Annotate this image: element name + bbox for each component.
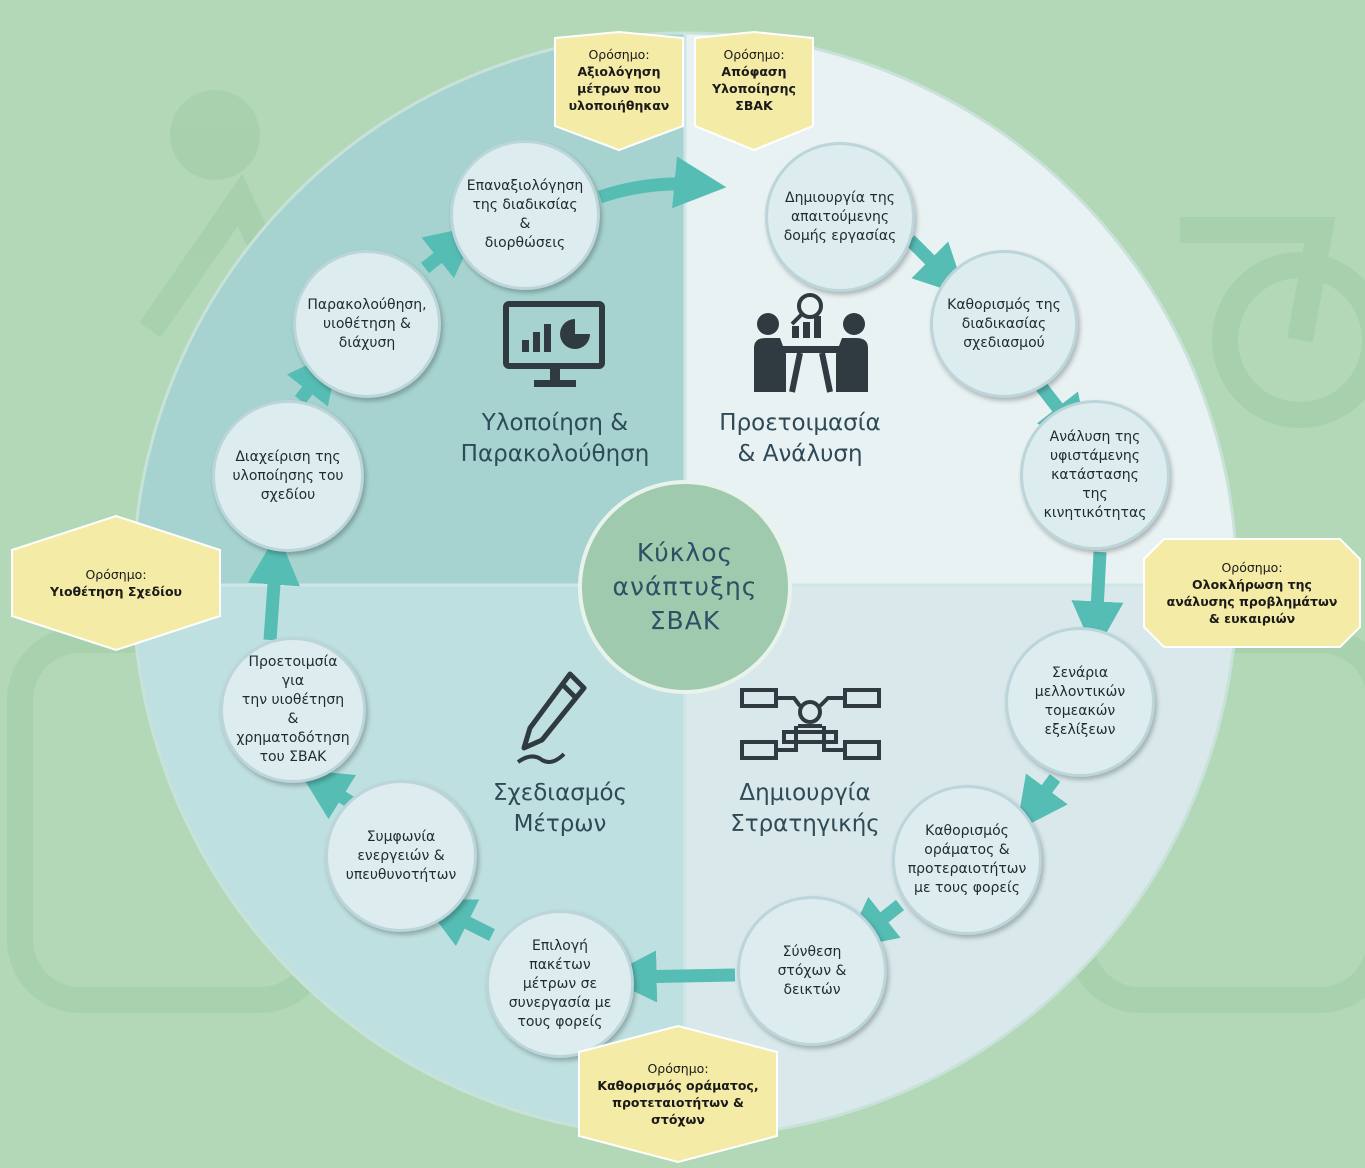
meeting-analysis-icon bbox=[754, 293, 868, 393]
step-implementation-management: Διαχείριση της υλοποίησης του σχεδίου bbox=[212, 400, 364, 552]
step-current-situation-analysis: Ανάλυση της υφιστάμενης κατάστασης της κ… bbox=[1020, 400, 1170, 550]
step-label: Προετοιμσία για την υιοθέτηση & χρηματοδ… bbox=[236, 654, 350, 765]
quadrant-title-measures: Σχεδιασμός Μέτρων bbox=[492, 780, 628, 837]
step-label: Σενάρια μελλοντικών τομεακών εξελίξεων bbox=[1034, 665, 1126, 738]
milestone-shape bbox=[1143, 538, 1361, 648]
arrow-step-7-8 bbox=[421, 899, 495, 947]
arrow-step-4-5 bbox=[1016, 773, 1068, 831]
step-targets-indicators: Σύνθεση στόχων & δεικτών bbox=[737, 896, 887, 1046]
step-label: Διαχείριση της υλοποίησης του σχεδίου bbox=[232, 448, 344, 503]
milestone-analysis-completion: Ορόσημο: Ολοκλήρωση της ανάλυσης προβλημ… bbox=[1142, 537, 1362, 649]
step-label: Ανάλυση της υφιστάμενης κατάστασης της κ… bbox=[1043, 428, 1147, 521]
pencil-icon bbox=[516, 671, 587, 764]
quadrant-title-preparation: Προετοιμασία & Ανάλυση bbox=[719, 410, 881, 467]
step-label: Σύνθεση στόχων & δεικτών bbox=[777, 943, 847, 998]
arrow-step-12-1 bbox=[597, 156, 727, 209]
step-label: Συμφωνία ενεργειών & υπευθυνοτήτων bbox=[345, 828, 457, 883]
step-future-scenarios: Σενάρια μελλοντικών τομεακών εξελίξεων bbox=[1005, 627, 1155, 777]
strategy-network-icon bbox=[740, 688, 881, 760]
step-measure-packages: Επιλογή πακέτων μέτρων σε συνεργασία με … bbox=[486, 910, 634, 1058]
center-title-text: Κύκλος ανάπτυξης ΣΒΑΚ bbox=[612, 538, 758, 635]
milestone-vision-definition: Ορόσημο: Καθορισμός οράματος, προτεταιοτ… bbox=[577, 1024, 779, 1164]
milestone-value: Υιοθέτηση Σχεδίου bbox=[50, 584, 182, 599]
step-label: Επαναξιολόγηση της διαδικσίας & διορθώσε… bbox=[466, 178, 584, 251]
arrow-step-3-4 bbox=[1071, 551, 1124, 654]
step-planning-process: Καθορισμός της διαδικασίας σχεδιασμού bbox=[930, 250, 1078, 398]
milestone-label: Ορόσημο: bbox=[723, 47, 785, 62]
milestone-measures-evaluation: Ορόσημο: Αξιολόγηση μέτρων που υλοποιήθη… bbox=[553, 30, 685, 152]
step-label: Καθορισμός της διαδικασίας σχεδιασμού bbox=[947, 296, 1061, 351]
step-vision-priorities: Καθορισμός oράματος & προτεραιοτήτων με … bbox=[892, 785, 1042, 935]
step-label: Καθορισμός oράματος & προτεραιοτήτων με … bbox=[907, 823, 1027, 896]
arrow-step-11-12 bbox=[420, 225, 479, 279]
milestone-label: Ορόσημο: bbox=[1221, 560, 1283, 575]
milestone-shape bbox=[554, 30, 684, 152]
monitor-chart-icon bbox=[503, 301, 605, 387]
center-title: Κύκλος ανάπτυξης ΣΒΑΚ bbox=[578, 480, 792, 694]
milestone-shape bbox=[11, 514, 221, 652]
milestone-plan-adoption: Ορόσημο: Υιοθέτηση Σχεδίου bbox=[10, 514, 222, 652]
arrow-step-6-7 bbox=[604, 950, 736, 1003]
milestone-value: Αξιολόγηση μέτρων που υλοποιήθηκαν bbox=[568, 64, 670, 113]
milestone-value: Ολοκλήρωση της ανάλυσης προβλημάτων & ευ… bbox=[1166, 577, 1338, 626]
step-label: Επιλογή πακέτων μέτρων σε συνεργασία με … bbox=[508, 937, 612, 1030]
step-label: Παρακολούθηση, υιοθέτηση & διάχυση bbox=[307, 296, 427, 351]
milestone-label: Ορόσημο: bbox=[588, 47, 650, 62]
step-adoption-financing: Προετοιμσία για την υιοθέτηση & χρηματοδ… bbox=[220, 637, 366, 783]
step-label: Δημιουργία της απαιτούμενης δομής εργασί… bbox=[783, 189, 897, 244]
milestone-shape bbox=[578, 1024, 778, 1164]
quadrant-title-strategy: Δημιουργία Στρατηγικής bbox=[730, 780, 880, 837]
step-work-structure: Δημιουργία της απαιτούμενης δομής εργασί… bbox=[765, 142, 915, 292]
milestone-value: Απόφαση Υλοποίησης ΣΒΑΚ bbox=[712, 64, 796, 113]
quadrant-title-implementation: Υλοποίηση & Παρακολούθηση bbox=[460, 410, 650, 467]
arrow-step-9-10 bbox=[248, 532, 300, 641]
milestone-label: Ορόσημο: bbox=[85, 567, 147, 582]
arrow-step-1-2 bbox=[905, 235, 967, 297]
step-reevaluation: Επαναξιολόγηση της διαδικσίας & διορθώσε… bbox=[450, 140, 600, 290]
milestone-shape bbox=[694, 30, 814, 152]
milestone-label: Ορόσημο: bbox=[647, 1061, 709, 1076]
milestone-implementation-decision: Ορόσημο: Απόφαση Υλοποίησης ΣΒΑΚ bbox=[693, 30, 815, 152]
milestone-value: Καθορισμός οράματος, προτεταιοτήτων & στ… bbox=[597, 1078, 759, 1127]
step-monitoring: Παρακολούθηση, υιοθέτηση & διάχυση bbox=[293, 250, 441, 398]
step-actions-responsibilities: Συμφωνία ενεργειών & υπευθυνοτήτων bbox=[325, 780, 477, 932]
